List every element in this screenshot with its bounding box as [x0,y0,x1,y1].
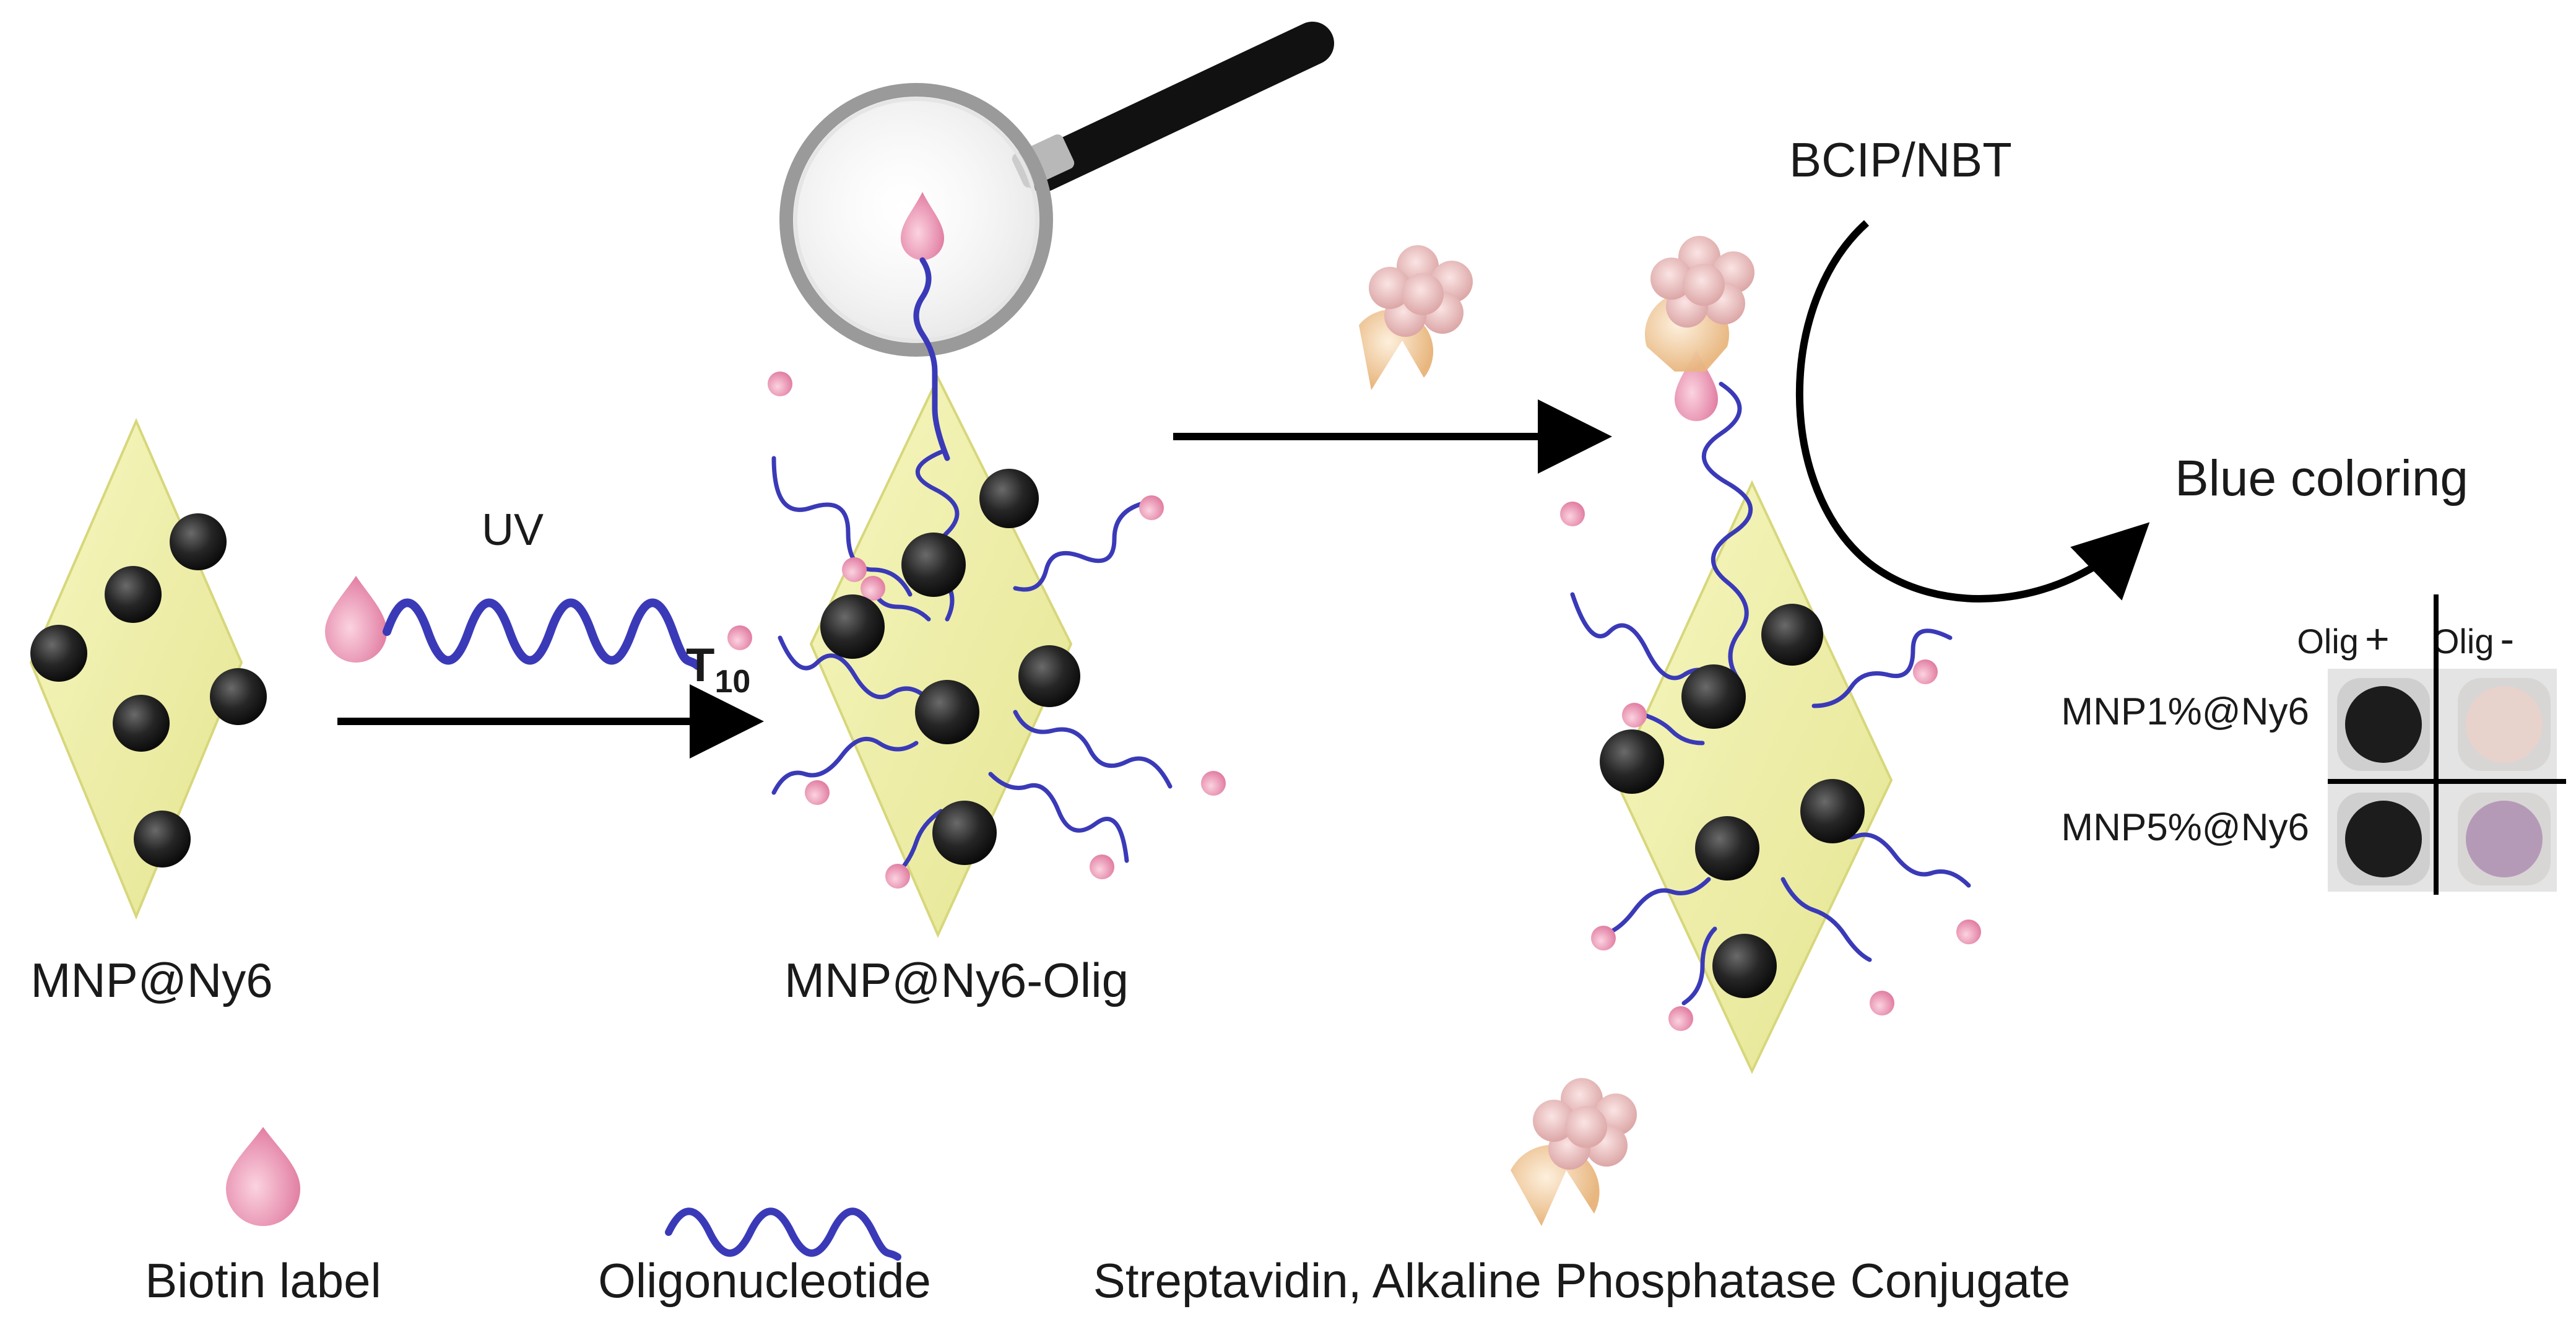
label-bcip-nbt: BCIP/NBT [1789,133,2012,187]
oligo-chains [1570,381,1971,1006]
biotin-drop-icon [226,1127,300,1226]
mnp-ny6-particle [29,417,267,920]
enzyme-conjugate-icon [1645,236,1754,372]
nanoparticle [1695,816,1759,881]
nanoparticle [134,811,191,868]
nanoparticle [210,668,267,725]
legend: Biotin label Oligonucleotide Streptavidi… [145,1078,2070,1308]
label-uv: UV [482,505,544,555]
legend-label-streptavidin: Streptavidin, Alkaline Phosphatase Conju… [1093,1253,2070,1308]
nanoparticle [30,625,87,682]
biotin-tips [1560,502,1981,1031]
nanoparticle [1681,664,1746,729]
legend-label-oligo: Oligonucleotide [598,1253,931,1308]
label-mnp-ny6: MNP@Ny6 [30,953,272,1007]
col-header-olig-neg: Olig- [2432,615,2514,663]
legend-streptavidin: Streptavidin, Alkaline Phosphatase Conju… [1093,1078,2070,1308]
row-label-mnp5: MNP5%@Ny6 [2061,806,2309,849]
biotin-oligo-reagent [325,576,702,670]
well-positive-1 [2345,686,2422,763]
results-panel: Olig+ Olig- MNP1%@Ny6 MNP5%@Ny6 [2061,594,2566,895]
nanoparticle [1800,779,1865,843]
col-header-olig-pos: Olig+ [2297,615,2389,663]
nanoparticle [932,801,997,865]
biotin-drop-icon [901,192,944,260]
nanoparticle [105,566,162,623]
nanoparticle [901,533,966,597]
biotin-tips [727,372,1226,889]
nanoparticle [113,695,170,752]
nanoparticle [979,469,1039,528]
conjugated-particle [1560,236,1981,1074]
well-negative-1 [2466,686,2543,763]
row-label-mnp1: MNP1%@Ny6 [2061,690,2309,733]
oligo-wave-icon [913,257,950,461]
magnifier-icon [779,22,1334,461]
nanoparticle [915,680,979,744]
nanoparticle [1600,729,1664,794]
label-mnp-ny6-olig: MNP@Ny6-Olig [784,953,1129,1007]
biotin-drop-icon [325,576,387,663]
enzyme-conjugate-icon [1359,245,1473,390]
label-blue-coloring: Blue coloring [2175,450,2468,507]
nanoparticle [820,594,885,659]
well-positive-2 [2345,801,2422,877]
reaction-arrow [1795,220,2150,602]
nanoparticle [1712,934,1777,998]
nanoparticle [1018,645,1080,707]
label-t10: T10 [686,639,750,700]
oligo-wave-icon [665,1207,901,1261]
legend-label-biotin: Biotin label [145,1253,381,1308]
mnp-ny6-olig-particle [727,372,1226,938]
enzyme-conjugate-icon [1511,1078,1637,1226]
biotin-drop-icon [1675,350,1718,421]
nanoparticle [1761,604,1823,666]
oligo-wave-icon [383,598,702,670]
legend-biotin: Biotin label [145,1127,381,1308]
nanoparticle [170,513,227,570]
well-negative-2 [2466,801,2543,877]
legend-oligo: Oligonucleotide [598,1207,931,1308]
